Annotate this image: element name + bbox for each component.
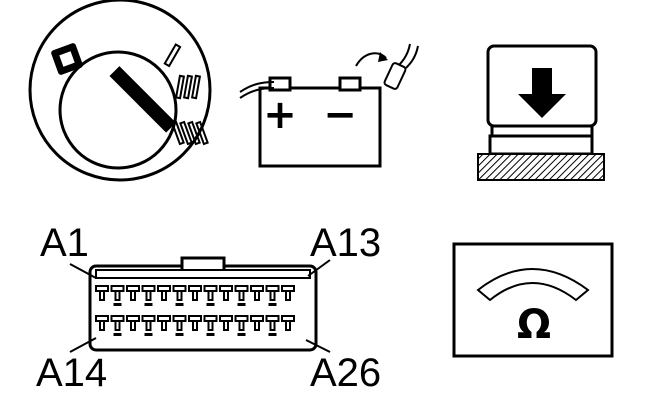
- top-pin-cavity: [188, 285, 202, 301]
- bottom-pin-cavity: [203, 315, 218, 331]
- top-pin-cavity: [219, 285, 233, 301]
- bottom-key-slot: [175, 333, 184, 336]
- pin-label-a1: A1: [40, 221, 89, 265]
- top-pin-cavity: [250, 285, 264, 301]
- top-pin-cavity: [203, 285, 218, 301]
- battery-negative-sign: −: [323, 92, 357, 138]
- ignition-switch-off-icon: [28, 0, 212, 182]
- connector-icon: A1 A13 A14 A26: [36, 221, 381, 395]
- bottom-pin-cavity: [141, 315, 156, 331]
- bottom-pin-cavity: [234, 315, 249, 331]
- bottom-pin-cavity: [281, 315, 295, 331]
- top-pin-cavity: [265, 285, 280, 301]
- top-key-slot: [175, 303, 184, 306]
- battery-disconnect-negative-icon: + −: [239, 43, 419, 168]
- top-key-slot: [206, 303, 215, 306]
- bottom-key-slot: [268, 333, 277, 336]
- press-down-icon: [477, 44, 605, 181]
- top-key-slot: [113, 303, 122, 306]
- top-key-slot: [144, 303, 153, 306]
- ohm-symbol: Ω: [517, 302, 551, 348]
- top-pin-cavity: [172, 285, 187, 301]
- pin-label-a26: A26: [310, 351, 381, 395]
- top-key-slot: [268, 303, 277, 306]
- bottom-pin-cavity: [219, 315, 233, 331]
- pin-label-a14: A14: [36, 351, 107, 395]
- bottom-pin-cavity: [95, 315, 109, 331]
- bottom-pin-cavity: [157, 315, 171, 331]
- top-pin-cavity: [141, 285, 156, 301]
- bottom-pin-cavity: [188, 315, 202, 331]
- bottom-key-slot: [144, 333, 153, 336]
- top-pin-cavity: [95, 285, 109, 301]
- bottom-pin-cavity: [265, 315, 280, 331]
- top-pin-cavity: [157, 285, 171, 301]
- top-pin-cavity: [281, 285, 295, 301]
- connector-bottom-row: [95, 315, 295, 336]
- bottom-pin-cavity: [126, 315, 140, 331]
- bottom-pin-cavity: [250, 315, 264, 331]
- battery-positive-sign: +: [263, 92, 297, 138]
- pin-label-a13: A13: [310, 221, 381, 265]
- top-pin-cavity: [126, 285, 140, 301]
- ohmmeter-icon: Ω: [452, 242, 614, 358]
- bottom-pin-cavity: [172, 315, 187, 331]
- bottom-key-slot: [206, 333, 215, 336]
- top-pin-cavity: [110, 285, 125, 301]
- connector-top-row: [95, 285, 295, 306]
- bottom-key-slot: [237, 333, 246, 336]
- bottom-key-slot: [113, 333, 122, 336]
- bottom-pin-cavity: [110, 315, 125, 331]
- top-pin-cavity: [234, 285, 249, 301]
- top-key-slot: [237, 303, 246, 306]
